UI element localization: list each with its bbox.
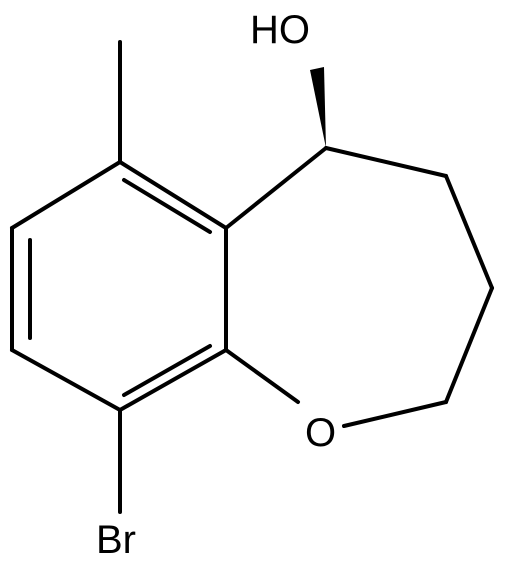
bond-aromatic-3 [118,348,228,412]
bond-aromatic-6 [10,160,122,230]
bromine-label: Br [96,518,136,562]
bond-aromatic-4 [10,348,122,412]
hydroxyl-label: HO [250,8,310,52]
bond-ring-ch2-2 [444,174,494,290]
bond-chiral-aryl [224,146,328,230]
bond-o-ch2 [342,400,448,428]
bond-aryl-o [224,348,300,404]
stereo-wedge-bond [310,67,326,148]
bond-aromatic-1 [118,160,228,230]
ring-oxygen-label: O [305,411,336,455]
bond-aromatic-1-inner [122,178,212,234]
bond-ring-ch2-1 [444,286,494,404]
bond-aromatic-3-inner [122,344,212,397]
bond-ring-chiral [324,146,448,178]
